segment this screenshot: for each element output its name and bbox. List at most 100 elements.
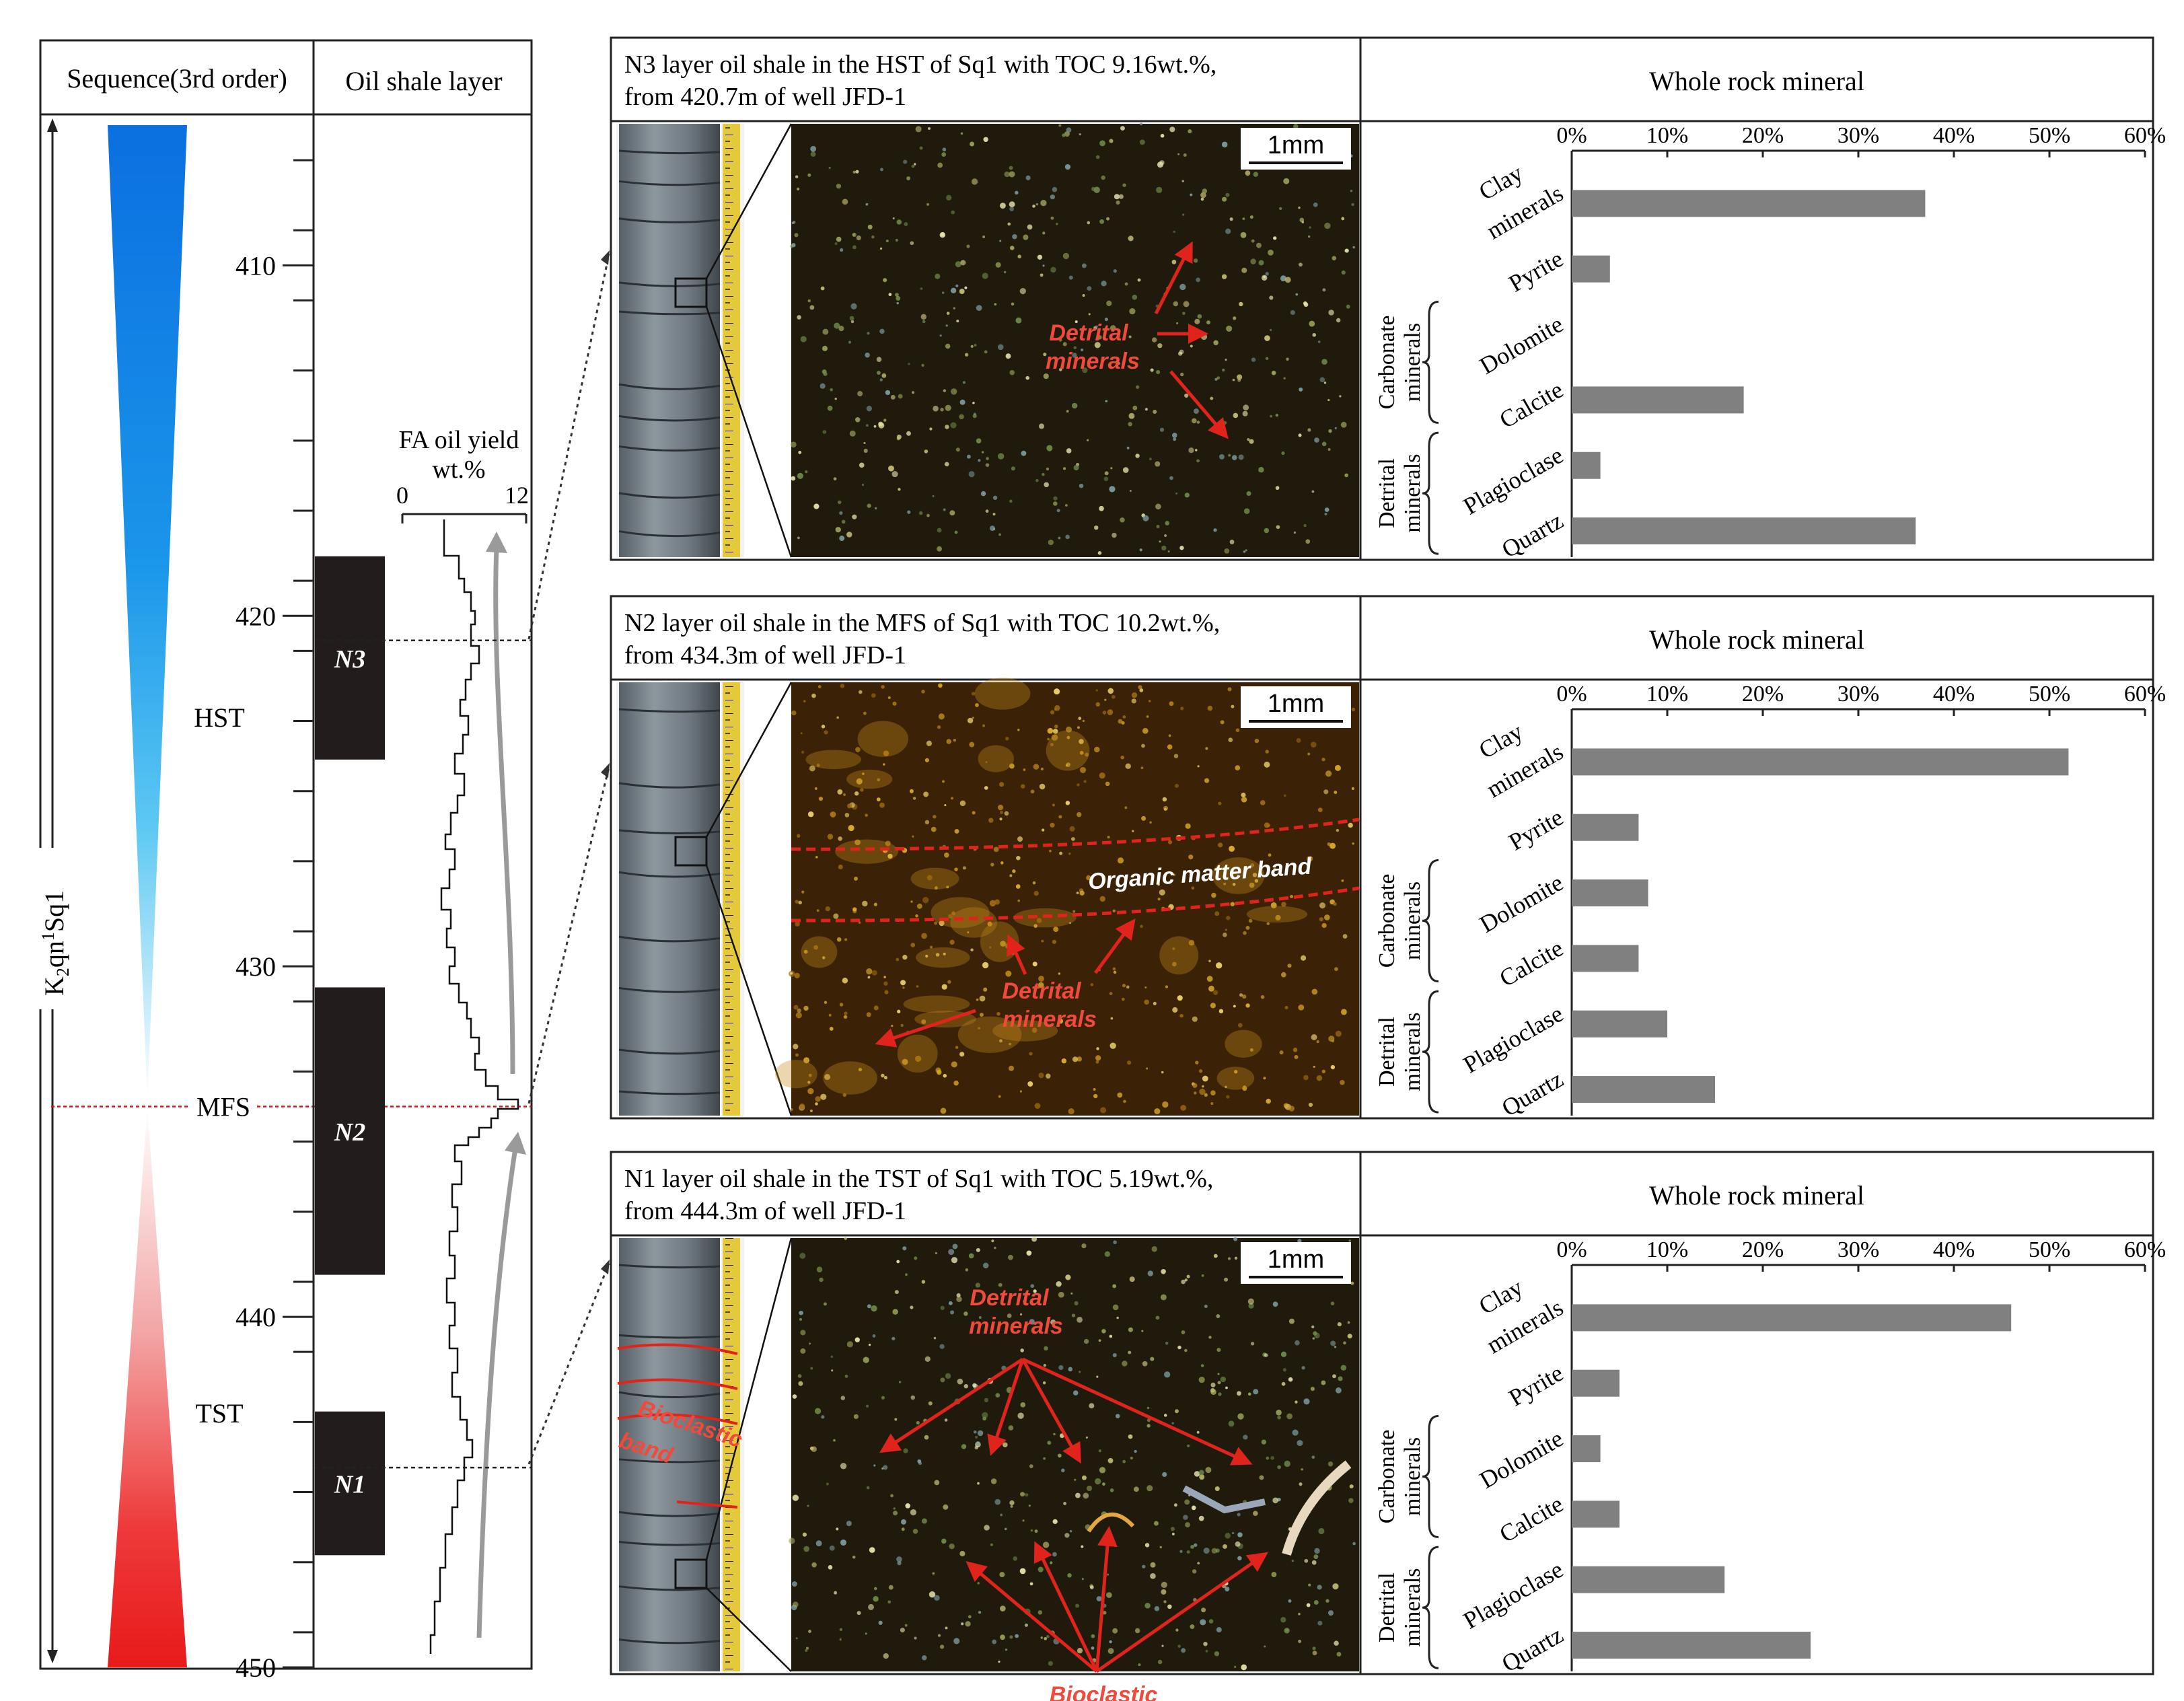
mineral-speck: [943, 952, 946, 955]
annotation-arrow: [1154, 241, 1193, 315]
mineral-speck: [1216, 1314, 1221, 1318]
group-brace: [1422, 990, 1439, 1114]
mineral-speck: [1239, 993, 1243, 997]
mineral-speck: [866, 424, 869, 427]
mineral-speck: [1112, 1304, 1119, 1311]
annotation-arrow: [1007, 934, 1027, 976]
mineral-speck: [1043, 1363, 1047, 1367]
core-fracture: [618, 986, 721, 993]
mineral-speck: [982, 1412, 988, 1418]
mineral-speck: [1121, 997, 1125, 1001]
mineral-speck: [815, 1540, 822, 1547]
mineral-speck: [842, 1093, 847, 1097]
mineral-speck: [1125, 763, 1131, 769]
mineral-speck: [1056, 223, 1058, 225]
mineral-speck: [1161, 1589, 1167, 1595]
mineral-speck: [955, 1046, 959, 1049]
mineral-speck: [1173, 301, 1179, 307]
zoom-line: [706, 1587, 792, 1672]
mineral-speck: [1156, 370, 1161, 375]
mineral-speck: [1077, 783, 1080, 787]
mineral-speck: [1105, 400, 1108, 402]
mineral-speck: [822, 369, 827, 374]
mineral-speck: [1312, 1646, 1316, 1651]
mineral-speck: [1184, 1499, 1190, 1505]
mineral-speck: [1253, 1389, 1259, 1395]
mineral-speck: [1140, 766, 1144, 770]
mineral-speck: [1135, 454, 1140, 458]
mineral-speck: [1156, 186, 1163, 193]
mineral-speck: [906, 431, 911, 436]
bar-category-label: Clay: [1474, 718, 1527, 764]
mineral-speck: [1124, 806, 1128, 809]
mineral-speck: [816, 1266, 823, 1272]
mineral-speck: [1063, 1502, 1067, 1505]
mineral-speck: [973, 1431, 977, 1434]
mineral-speck: [1035, 478, 1039, 482]
bar-category-label: Quartz: [1497, 1621, 1568, 1677]
tst-wedge: [108, 1106, 187, 1667]
mineral-speck: [926, 740, 933, 746]
mineral-speck: [906, 176, 911, 180]
core-ruler: [723, 1238, 740, 1671]
mineral-speck: [1284, 794, 1286, 797]
mineral-speck: [921, 1518, 927, 1524]
mineral-speck: [1276, 525, 1280, 530]
mineral-speck: [1243, 550, 1246, 553]
mineral-speck: [1278, 207, 1282, 211]
mineral-speck: [1224, 1277, 1229, 1282]
mineral-speck: [1233, 316, 1237, 320]
mineral-speck: [1319, 377, 1325, 383]
mineral-speck: [1030, 1529, 1033, 1532]
mineral-speck: [995, 262, 1001, 268]
mineral-speck: [972, 401, 975, 404]
mineral-speck: [1156, 525, 1160, 529]
mineral-speck: [956, 1293, 961, 1298]
mineral-speck: [1229, 540, 1235, 544]
mineral-speck: [1258, 260, 1264, 266]
mineral-speck: [1041, 939, 1044, 943]
mineral-speck: [1313, 1554, 1319, 1560]
mineral-speck: [1031, 1236, 1038, 1242]
scale-bar-label: 1mm: [1268, 131, 1324, 159]
mineral-speck: [795, 900, 799, 904]
mineral-speck: [934, 1480, 940, 1486]
mineral-speck: [860, 788, 864, 792]
mineral-speck: [1232, 1531, 1235, 1535]
mineral-speck: [1144, 408, 1148, 411]
mineral-speck: [968, 1615, 972, 1619]
mineral-speck: [1053, 1433, 1056, 1436]
mineral-speck: [1011, 302, 1015, 306]
mineral-speck: [1352, 246, 1355, 249]
mineral-speck: [865, 1404, 869, 1408]
mineral-speck: [1210, 1003, 1216, 1009]
mineral-speck: [949, 939, 955, 945]
mineral-speck: [924, 1356, 931, 1362]
mineral-speck: [1316, 1040, 1319, 1044]
mineral-speck: [1270, 902, 1277, 908]
mineral-speck: [900, 1628, 905, 1633]
mineral-speck: [822, 328, 829, 335]
mineral-speck: [1009, 1500, 1015, 1506]
mineral-speck: [1200, 197, 1204, 201]
mineral-speck: [935, 953, 940, 957]
mineral-speck: [1073, 346, 1077, 349]
mineral-speck: [1096, 1596, 1102, 1601]
mineral-speck: [1134, 1449, 1137, 1453]
mineral-speck: [1003, 270, 1007, 274]
mineral-speck: [883, 976, 886, 978]
mineral-speck: [1000, 861, 1004, 865]
mineral-speck: [1122, 984, 1126, 988]
mineral-speck: [1110, 1017, 1114, 1020]
mineral-speck: [1182, 213, 1185, 216]
mineral-speck: [951, 911, 956, 916]
mineral-speck: [952, 1243, 958, 1250]
mineral-speck: [1261, 275, 1268, 281]
mineral-speck: [902, 1058, 908, 1065]
mineral-speck: [839, 536, 845, 542]
mineral-speck: [1171, 1422, 1174, 1424]
bioclastic-band-line: [676, 1500, 738, 1509]
mineral-speck: [1122, 1361, 1128, 1367]
mineral-speck: [1112, 909, 1116, 912]
mineral-speck: [1079, 483, 1084, 488]
